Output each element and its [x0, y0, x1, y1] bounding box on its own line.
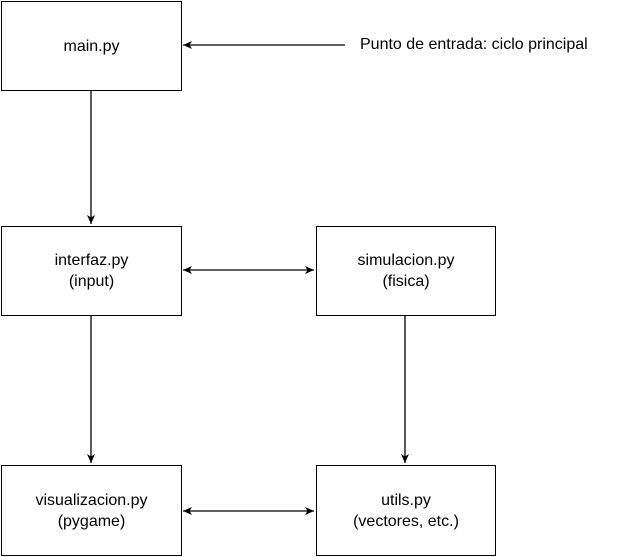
entry-point-annotation: Punto de entrada: ciclo principal	[360, 36, 588, 53]
node-visualizacion[interactable]: visualizacion.py (pygame)	[1, 465, 182, 556]
node-main-label: main.py	[63, 37, 120, 55]
node-main[interactable]: main.py	[1, 1, 182, 91]
node-simulacion[interactable]: simulacion.py (fisica)	[316, 226, 496, 316]
node-simulacion-label: simulacion.py	[357, 252, 455, 269]
node-interfaz[interactable]: interfaz.py (input)	[1, 226, 182, 316]
node-utils[interactable]: utils.py (vectores, etc.)	[316, 465, 496, 556]
node-utils-label: utils.py	[381, 491, 431, 509]
node-interfaz-sublabel: (input)	[68, 273, 115, 290]
node-interfaz-label: interfaz.py	[54, 252, 129, 269]
node-simulacion-sublabel: (fisica)	[382, 273, 430, 290]
node-visualizacion-sublabel: (pygame)	[57, 512, 126, 530]
node-utils-sublabel: (vectores, etc.)	[353, 512, 459, 530]
node-visualizacion-label: visualizacion.py	[35, 491, 148, 509]
